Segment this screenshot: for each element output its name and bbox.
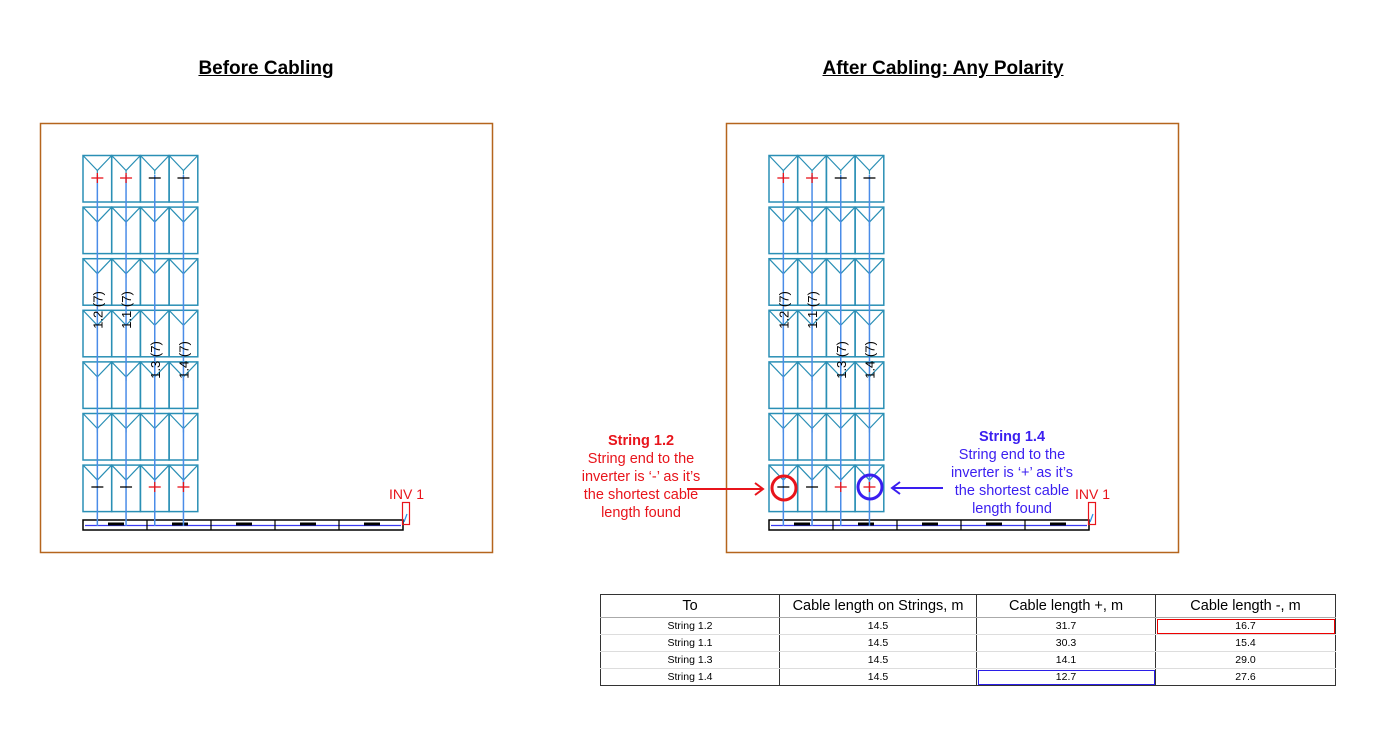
tray-segment-mark	[794, 522, 810, 526]
tray-segment-mark	[108, 522, 124, 526]
site-boundary	[725, 122, 1180, 554]
annotation-string-1-2: String 1.2 String end to the inverter is…	[582, 432, 700, 522]
cell: 14.5	[779, 668, 977, 686]
inverter-box	[401, 501, 411, 526]
tray-segment-mark	[986, 522, 1002, 526]
annotation-line: String end to the	[587, 451, 695, 467]
annotation-line: the shortest cable	[583, 487, 699, 503]
tray-segment-mark	[236, 522, 252, 526]
annotation-title: String 1.2	[607, 433, 675, 449]
string-label: 1.2 (7)	[90, 291, 105, 329]
string-label: 1.2 (7)	[776, 291, 791, 329]
cell: 14.5	[779, 651, 977, 669]
cell: String 1.3	[600, 651, 780, 669]
string-label: 1.3 (7)	[148, 341, 163, 379]
annotation-title: String 1.4	[978, 429, 1046, 445]
cell: String 1.4	[600, 668, 780, 686]
cell-highlight-red: 16.7	[1155, 617, 1336, 635]
annotation-line: inverter is ‘+’ as it’s	[950, 465, 1074, 481]
cable-length-table: To Cable length on Strings, m Cable leng…	[600, 594, 1336, 686]
annotation-line: inverter is ‘-’ as it’s	[581, 469, 701, 485]
inverter-box	[1087, 501, 1097, 526]
tray-segment-mark	[858, 522, 874, 526]
cell: 30.3	[976, 634, 1156, 652]
inverter-label: INV 1	[389, 486, 424, 502]
cell: String 1.2	[600, 617, 780, 635]
highlight-circle-string-1-4	[856, 473, 884, 501]
string-label: 1.1 (7)	[805, 291, 820, 329]
annotation-string-1-4: String 1.4 String end to the inverter is…	[951, 428, 1073, 518]
string-1-3: 1.3 (7)	[834, 175, 849, 526]
blue-arrow-icon	[890, 481, 943, 495]
title-after-cabling: After Cabling: Any Polarity	[822, 58, 1064, 79]
cell: 14.5	[779, 634, 977, 652]
col-header-string-length: Cable length on Strings, m	[779, 594, 977, 618]
col-header-minus-length: Cable length -, m	[1155, 594, 1336, 618]
cell: 14.1	[976, 651, 1156, 669]
annotation-line: String end to the	[958, 447, 1066, 463]
annotation-line: the shortest cable	[954, 483, 1070, 499]
inverter-label: INV 1	[1075, 486, 1110, 502]
string-label: 1.1 (7)	[119, 291, 134, 329]
cell: 15.4	[1155, 634, 1336, 652]
cell: 29.0	[1155, 651, 1336, 669]
string-1-3: 1.3 (7)	[148, 175, 163, 526]
cell-highlight-blue: 12.7	[976, 668, 1156, 686]
string-1-4: 1.4 (7)	[862, 175, 877, 526]
string-1-1: 1.1 (7)	[119, 173, 134, 526]
string-label: 1.4 (7)	[862, 341, 877, 379]
layout-after-cabling: INV 1 1.2 (7) 1.1 (7) 1.3 (7) 1.4 (7)	[725, 122, 1180, 554]
highlight-circle-string-1-2	[770, 474, 798, 502]
tray-segment-mark	[922, 522, 938, 526]
site-boundary	[39, 122, 494, 554]
string-1-2: 1.2 (7)	[90, 173, 105, 526]
col-header-to: To	[600, 594, 780, 618]
inverter-feed	[1089, 513, 1094, 523]
cell: 27.6	[1155, 668, 1336, 686]
tray-segment-mark	[1050, 522, 1066, 526]
red-arrow-icon	[687, 482, 765, 496]
string-1-1: 1.1 (7)	[805, 173, 820, 526]
cell: 14.5	[779, 617, 977, 635]
cell: 31.7	[976, 617, 1156, 635]
title-before-cabling: Before Cabling	[198, 58, 334, 79]
cell: String 1.1	[600, 634, 780, 652]
inverter-feed	[403, 513, 408, 523]
string-1-2: 1.2 (7)	[776, 173, 791, 526]
tray-segment-mark	[364, 522, 380, 526]
string-label: 1.4 (7)	[176, 341, 191, 379]
tray-segment-mark	[172, 522, 188, 526]
tray-segment-mark	[300, 522, 316, 526]
annotation-line: length found	[601, 505, 681, 521]
annotation-line: length found	[972, 501, 1052, 517]
string-1-4: 1.4 (7)	[176, 175, 191, 526]
col-header-plus-length: Cable length +, m	[976, 594, 1156, 618]
string-label: 1.3 (7)	[834, 341, 849, 379]
